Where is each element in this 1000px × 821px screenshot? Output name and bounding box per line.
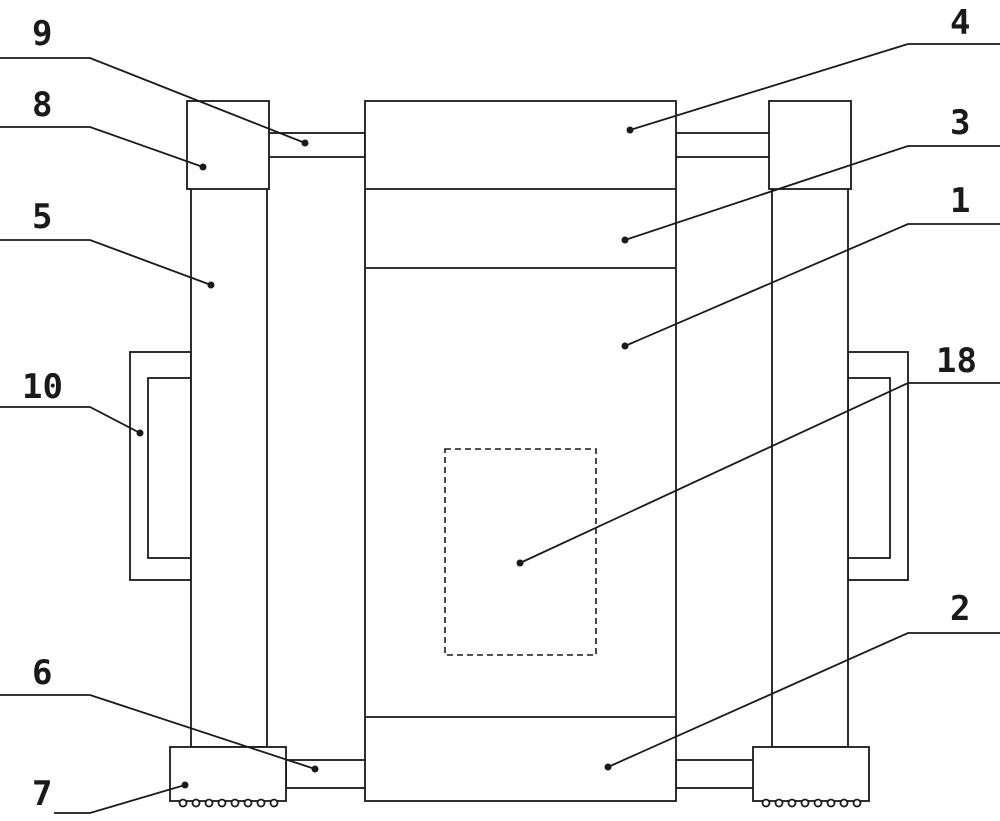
callout-label-6: 6 xyxy=(32,653,52,693)
callout-label-3: 3 xyxy=(950,103,970,143)
callout-label-4: 4 xyxy=(950,3,970,43)
callout-label-9: 9 xyxy=(32,14,52,54)
dot-8 xyxy=(199,163,207,171)
leader-7 xyxy=(54,784,186,814)
right-upper-rod xyxy=(675,132,771,158)
leader-1 xyxy=(624,223,1000,347)
callout-label-10: 10 xyxy=(22,367,63,407)
right-wheels xyxy=(761,798,862,808)
left-top-cap xyxy=(186,100,270,190)
dot-2 xyxy=(604,763,612,771)
callout-label-5: 5 xyxy=(32,197,52,237)
right-handle-inner xyxy=(847,377,891,559)
dot-1 xyxy=(621,342,629,350)
leader-5 xyxy=(0,239,212,286)
dashed-window xyxy=(444,448,597,656)
right-column xyxy=(771,187,849,748)
leader-8 xyxy=(0,126,204,168)
callout-label-2: 2 xyxy=(950,589,970,629)
dot-7 xyxy=(181,781,189,789)
dot-10 xyxy=(136,429,144,437)
dot-9 xyxy=(301,139,309,147)
dot-18 xyxy=(516,559,524,567)
leader-4 xyxy=(629,43,1000,131)
left-column xyxy=(190,187,268,748)
left-handle-inner xyxy=(147,377,192,559)
dot-5 xyxy=(207,281,215,289)
leader-2 xyxy=(607,632,1000,768)
left-base xyxy=(169,746,287,802)
dot-3 xyxy=(621,236,629,244)
left-wheels xyxy=(178,798,279,808)
leader-6 xyxy=(0,694,316,770)
right-top-cap xyxy=(768,100,852,190)
leader-9 xyxy=(0,57,306,144)
callout-label-1: 1 xyxy=(950,181,970,221)
left-upper-rod xyxy=(267,132,366,158)
leader-18 xyxy=(519,382,1000,564)
leader-3 xyxy=(624,145,1000,241)
right-base xyxy=(752,746,870,802)
right-lower-rod xyxy=(675,759,755,789)
callout-label-8: 8 xyxy=(32,85,52,125)
main-body xyxy=(364,100,677,802)
dot-6 xyxy=(311,765,319,773)
callout-label-7: 7 xyxy=(32,774,52,814)
dot-4 xyxy=(626,126,634,134)
callout-label-18: 18 xyxy=(936,341,977,381)
leader-10 xyxy=(0,406,141,434)
